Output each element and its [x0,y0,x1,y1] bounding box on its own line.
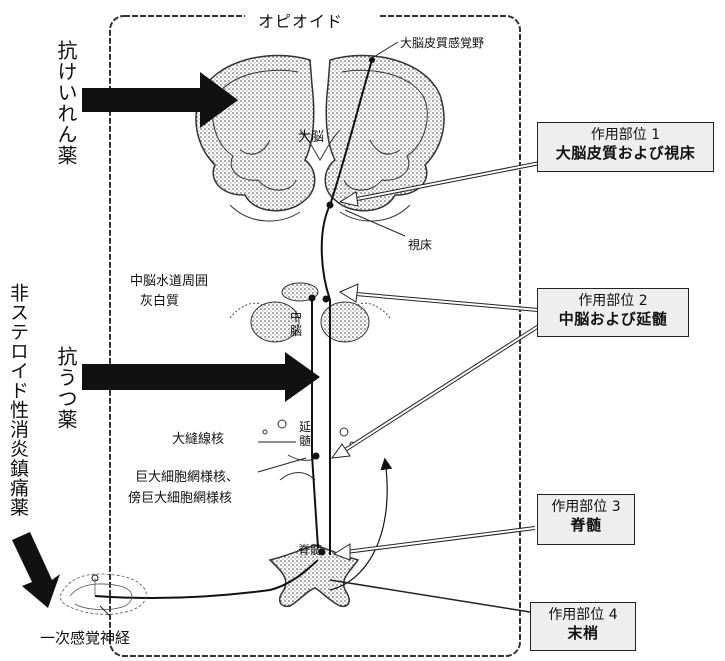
nsaid-label: 非ステロイド性消炎鎮痛薬 [8,283,27,517]
action-site-4: 作用部位 4 末梢 [530,602,636,651]
medulla-label: 延髄 [299,420,313,448]
cerebrum-label: 大脳 [298,126,324,145]
action-site-3-name: 脊髄 [538,516,634,534]
site3-pointer [334,528,535,560]
cortex-label: 大脳皮質感覚野 [400,34,484,51]
action-site-2-name: 中脳および延髄 [538,310,688,328]
action-site-2: 作用部位 2 中脳および延髄 [537,288,689,337]
frame-title: オピオイド [258,8,343,32]
action-site-4-name: 末梢 [531,624,635,642]
antidepressant-arrow [82,352,320,402]
reticular-label-line2: 傍巨大細胞網様核 [128,487,232,506]
pag-label-line2: 灰白質 [140,290,179,309]
antidepressant-label: 抗うつ薬 [56,346,76,430]
nsaid-arrow [12,532,60,608]
action-site-3: 作用部位 3 脊髄 [537,494,635,545]
action-site-1-name: 大脳皮質および視床 [538,144,713,162]
midbrain-shape [230,283,390,342]
pag-label-line1: 中脳水道周囲 [130,270,208,289]
action-site-1-title: 作用部位 1 [538,126,713,144]
thalamus-label: 視床 [408,236,432,253]
midbrain-label: 中脳 [290,310,304,338]
raphe-label: 大縫線核 [172,428,224,447]
anticonvulsant-label: 抗けいれん薬 [56,40,76,166]
site4-pointer [330,580,530,612]
spinal-cord-label: 脊髄 [298,541,322,558]
primary-neuron-label: 一次感覚神経 [40,627,130,648]
action-site-4-title: 作用部位 4 [531,606,635,624]
action-site-1: 作用部位 1 大脳皮質および視床 [537,122,714,172]
action-site-3-title: 作用部位 3 [538,498,634,516]
reticular-label-line1: 巨大細胞網様核、 [135,466,239,485]
action-site-2-title: 作用部位 2 [538,292,688,310]
peripheral-receptor [60,574,146,614]
